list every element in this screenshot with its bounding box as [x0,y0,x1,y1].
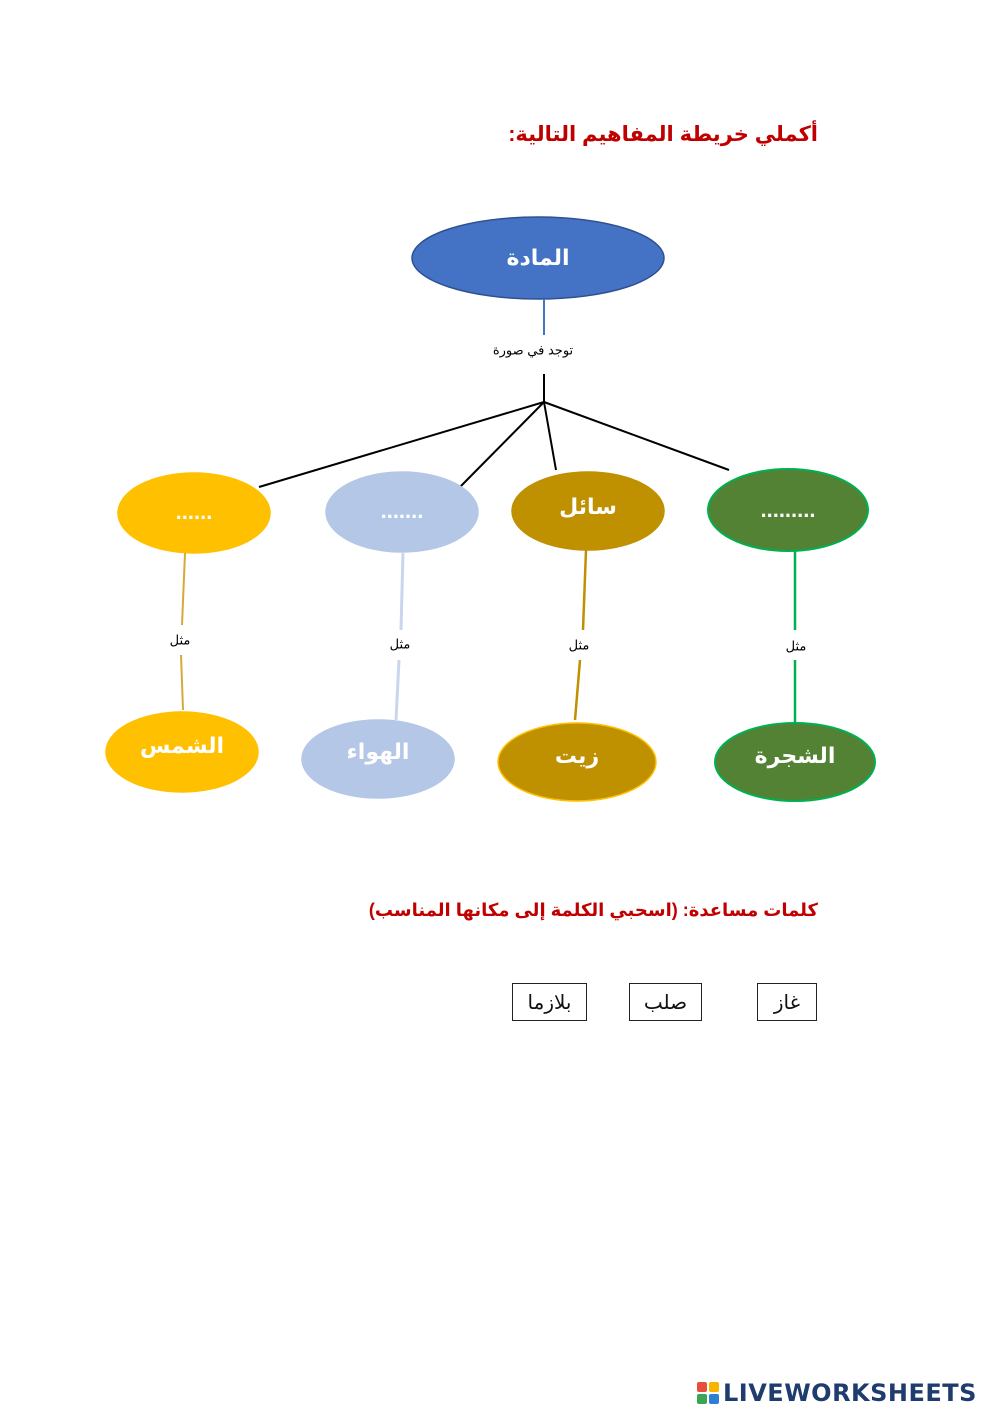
liveworksheets-brand[interactable]: LIVEWORKSHEETS [697,1378,977,1408]
state-node-plasma[interactable] [117,472,271,554]
branch-line-gas [459,401,545,488]
example-connector-liquid-bottom [573,659,582,721]
example-label-sun: الشمس [140,733,224,758]
example-node-liquid [497,722,657,802]
root-node-label: المادة [506,245,569,270]
logo-tile-2 [709,1382,719,1392]
state-label-liquid: سائل [559,494,617,519]
state-node-liquid [511,471,665,551]
concept-map: المادة توجد في صورة ......... سائل .....… [105,216,876,802]
branch-line-solid [543,401,730,471]
example-connector-plasma-top [181,552,186,626]
example-connector-liquid-top [581,549,588,631]
state-label-plasma[interactable]: ...... [176,499,213,524]
brand-wordmark: LIVEWORKSHEETS [723,1379,977,1407]
example-label-solid: مثل [786,638,807,653]
example-connector-gas-top [399,551,405,631]
state-label-gas[interactable]: ....... [381,498,424,523]
logo-tile-4 [709,1394,719,1404]
example-label-plasma: مثل [170,632,191,647]
example-label-oil: زيت [555,743,599,768]
example-label-liquid: مثل [569,637,590,652]
example-connector-gas-bottom [394,659,401,721]
liveworksheets-logo-icon [697,1382,719,1404]
drag-word-solid[interactable]: صلب [629,983,702,1021]
branch-line-liquid [543,401,557,471]
example-connector-plasma-bottom [180,654,184,711]
logo-tile-1 [697,1382,707,1392]
example-node-plasma [105,711,259,793]
helper-words-title: كلمات مساعدة: (اسحبي الكلمة إلى مكانها ا… [368,900,818,920]
example-node-gas [301,719,455,799]
logo-tile-3 [697,1394,707,1404]
root-node [411,216,665,300]
example-label-gas: مثل [390,636,411,651]
drag-word-plasma[interactable]: بلازما [512,983,587,1021]
state-label-solid[interactable]: ......... [760,497,815,522]
branch-line-plasma [258,401,545,488]
state-node-solid[interactable] [707,468,869,552]
example-label-tree: الشجرة [755,743,836,769]
instruction-heading: أكملي خريطة المفاهيم التالية: [508,123,818,146]
link-label: توجد في صورة [493,342,574,358]
example-node-solid [714,722,876,802]
drag-word-gas[interactable]: غاز [757,983,817,1021]
example-label-air: الهواء [347,739,410,765]
